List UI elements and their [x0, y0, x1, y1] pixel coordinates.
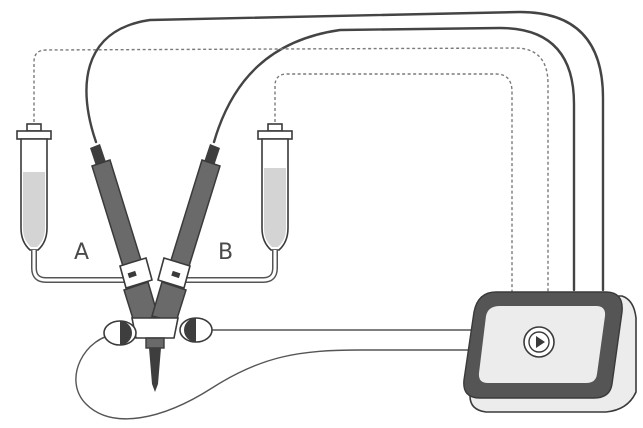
nozzle-lower-body-right	[151, 281, 187, 323]
syringe-b	[186, 123, 293, 283]
cable-outer-a	[85, 10, 605, 292]
tube-syringe-a	[33, 47, 549, 292]
dispenser-handle-a	[90, 144, 153, 290]
handle-a-cable-tip	[90, 144, 106, 166]
syringe-a-cap	[26, 123, 42, 132]
control-unit	[463, 291, 637, 413]
handle-b-cable-tip	[204, 144, 220, 166]
play-icon[interactable]	[523, 326, 555, 358]
handle-a-grip	[91, 159, 145, 277]
tube-syringe-b	[274, 73, 513, 292]
label-b: B	[218, 240, 234, 265]
valve-left	[103, 320, 137, 346]
control-cables	[85, 10, 605, 292]
cable-inner-b	[212, 26, 576, 292]
dashed-tubes	[33, 47, 549, 292]
mixing-nozzle	[123, 281, 187, 392]
nozzle-manifold	[131, 317, 179, 339]
valve-loop-cable	[75, 333, 478, 420]
handle-a-collar	[119, 256, 153, 290]
syringe-a-fluid	[23, 172, 45, 247]
syringe-a	[16, 123, 124, 283]
nozzle-tip	[149, 348, 161, 392]
handle-b-grip	[167, 159, 221, 277]
syringe-b-cap	[267, 123, 283, 132]
label-a: A	[74, 240, 90, 265]
valve-right	[179, 317, 213, 343]
syringe-b-fluid	[264, 168, 286, 247]
dispenser-handle-b	[157, 144, 221, 290]
